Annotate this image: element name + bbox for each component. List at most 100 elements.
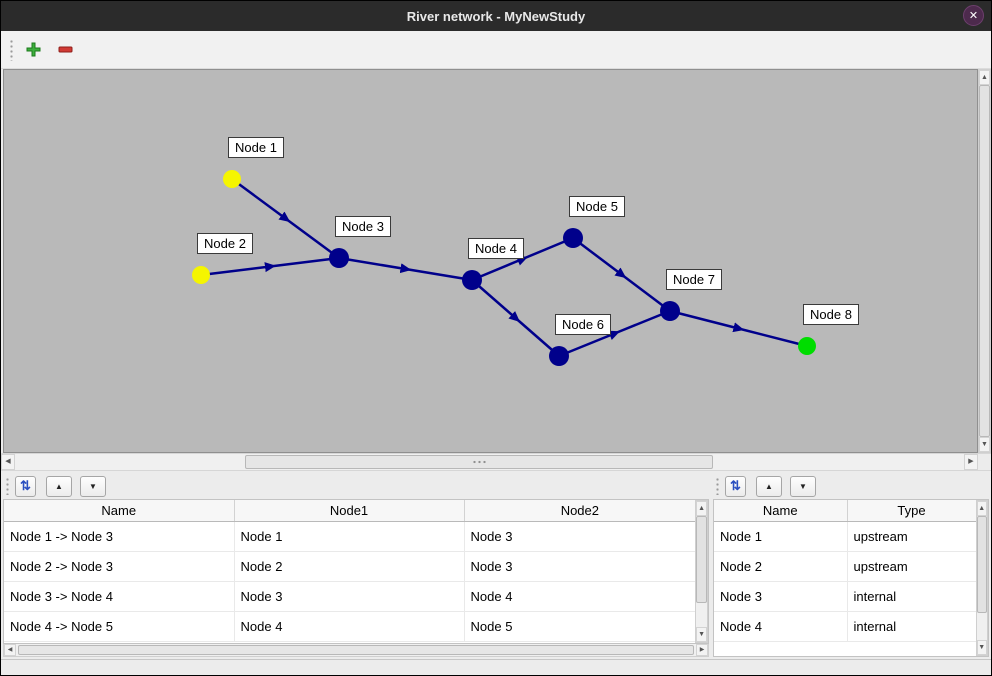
table-cell[interactable]: Node 4 — [234, 611, 465, 642]
nodes-toolbar-grip[interactable] — [715, 477, 720, 495]
table-cell[interactable]: internal — [847, 611, 976, 642]
graph-edge-n5-n7[interactable] — [572, 237, 671, 312]
table-cell[interactable]: Node 1 — [714, 521, 848, 552]
node-label-n8[interactable]: Node 8 — [803, 304, 859, 325]
canvas-vscroll-thumb[interactable] — [979, 85, 990, 437]
close-button[interactable]: ✕ — [963, 5, 984, 26]
river-network-graph — [192, 170, 816, 366]
graph-edge-n7-n8[interactable] — [669, 309, 808, 348]
table-cell[interactable]: Node 5 — [464, 611, 696, 642]
scroll-up-icon[interactable]: ▲ — [979, 70, 990, 85]
graph-node-n6[interactable] — [549, 346, 569, 366]
reaches-vertical-scrollbar[interactable]: ▲ ▼ — [695, 500, 708, 643]
table-cell[interactable]: Node 4 — [464, 581, 696, 612]
node-label-n5[interactable]: Node 5 — [569, 196, 625, 217]
reaches-move-down-button[interactable]: ▼ — [80, 475, 106, 497]
table-cell[interactable]: Node 3 — [464, 551, 696, 582]
toolbar-grip[interactable] — [9, 38, 14, 61]
scroll-left-icon[interactable]: ◀ — [4, 644, 16, 656]
titlebar[interactable]: River network - MyNewStudy ✕ — [1, 1, 991, 31]
table-cell[interactable]: Node 2 -> Node 3 — [4, 551, 235, 582]
node-label-n6[interactable]: Node 6 — [555, 314, 611, 335]
reaches-vscroll-thumb[interactable] — [696, 516, 707, 603]
column-header-name[interactable]: Name — [4, 500, 235, 522]
reaches-toolbar-grip[interactable] — [5, 477, 10, 495]
graph-edge-n2-n3[interactable] — [200, 256, 340, 277]
thumb-grip-icon — [472, 460, 486, 464]
table-cell[interactable]: internal — [847, 581, 976, 612]
canvas-vertical-scrollbar[interactable]: ▲ ▼ — [978, 69, 991, 453]
table-cell[interactable]: Node 2 — [234, 551, 465, 582]
table-cell[interactable]: Node 4 -> Node 5 — [4, 611, 235, 642]
column-header-node1[interactable]: Node1 — [234, 500, 465, 522]
scroll-up-icon[interactable]: ▲ — [696, 501, 707, 516]
nodes-move-up-button[interactable]: ▲ — [756, 475, 782, 497]
graph-node-n7[interactable] — [660, 301, 680, 321]
graph-node-n3[interactable] — [329, 248, 349, 268]
scroll-down-icon[interactable]: ▼ — [976, 640, 987, 655]
canvas-horizontal-scrollbar[interactable]: ◀ ▶ — [1, 453, 991, 471]
table-cell[interactable]: upstream — [847, 551, 976, 582]
graph-node-n2[interactable] — [192, 266, 210, 284]
network-canvas[interactable]: Node 1 Node 2 Node 3 Node 4 Node 5 Node 6 Node… — [3, 69, 979, 453]
graph-node-n1[interactable] — [223, 170, 241, 188]
table-cell[interactable]: Node 3 — [464, 521, 696, 552]
hscroll-thumb[interactable] — [245, 455, 713, 469]
nodes-vscroll-thumb[interactable] — [976, 516, 987, 613]
scroll-down-icon[interactable]: ▼ — [979, 437, 990, 452]
table-cell[interactable]: Node 3 — [714, 581, 848, 612]
remove-button[interactable] — [51, 36, 79, 64]
hscroll-track[interactable] — [15, 454, 964, 470]
nodes-sort-button[interactable]: ⇅ — [725, 475, 746, 497]
table-cell[interactable]: Node 4 — [714, 611, 848, 642]
nodes-move-down-button[interactable]: ▼ — [790, 475, 816, 497]
table-cell[interactable]: Node 2 — [714, 551, 848, 582]
table-cell[interactable]: Node 3 -> Node 4 — [4, 581, 235, 612]
node-label-n1[interactable]: Node 1 — [228, 137, 284, 158]
column-header-type[interactable]: Type — [847, 500, 976, 522]
node-label-n4[interactable]: Node 4 — [468, 238, 524, 259]
graph-edge-n1-n3[interactable] — [231, 177, 340, 260]
graph-node-n5[interactable] — [563, 228, 583, 248]
node-label-n2[interactable]: Node 2 — [197, 233, 253, 254]
scroll-right-icon[interactable]: ▶ — [964, 454, 978, 470]
column-header-name[interactable]: Name — [714, 500, 848, 522]
graph-node-n8[interactable] — [798, 337, 816, 355]
node-label-n7[interactable]: Node 7 — [666, 269, 722, 290]
graph-edge-n4-n6[interactable] — [471, 279, 560, 357]
node-label-n3[interactable]: Node 3 — [335, 216, 391, 237]
reaches-horizontal-scrollbar[interactable]: ◀ ▶ — [3, 644, 709, 657]
scroll-down-icon[interactable]: ▼ — [696, 627, 707, 642]
reaches-hscroll-track[interactable] — [16, 644, 696, 656]
scroll-left-icon[interactable]: ◀ — [1, 454, 15, 470]
graph-edge-n3-n4[interactable] — [338, 256, 473, 282]
add-button[interactable] — [19, 36, 47, 64]
table-cell[interactable]: Node 1 -> Node 3 — [4, 521, 235, 552]
graph-edge-n4-n5[interactable] — [471, 236, 574, 282]
graph-node-n4[interactable] — [462, 270, 482, 290]
table-cell[interactable]: Node 1 — [234, 521, 465, 552]
table-cell[interactable]: upstream — [847, 521, 976, 552]
nodes-vertical-scrollbar[interactable]: ▲ ▼ — [975, 500, 988, 656]
reaches-hscroll-thumb[interactable] — [18, 645, 694, 655]
reaches-move-up-button[interactable]: ▲ — [46, 475, 72, 497]
graph-edge-n6-n7[interactable] — [558, 309, 671, 358]
reaches-sort-button[interactable]: ⇅ — [15, 475, 36, 497]
nodes-toolbar: ⇅ ▲ ▼ — [713, 473, 989, 499]
scroll-up-icon[interactable]: ▲ — [976, 501, 987, 516]
table-cell[interactable]: Node 3 — [234, 581, 465, 612]
column-header-node2[interactable]: Node2 — [464, 500, 696, 522]
scroll-right-icon[interactable]: ▶ — [696, 644, 708, 656]
